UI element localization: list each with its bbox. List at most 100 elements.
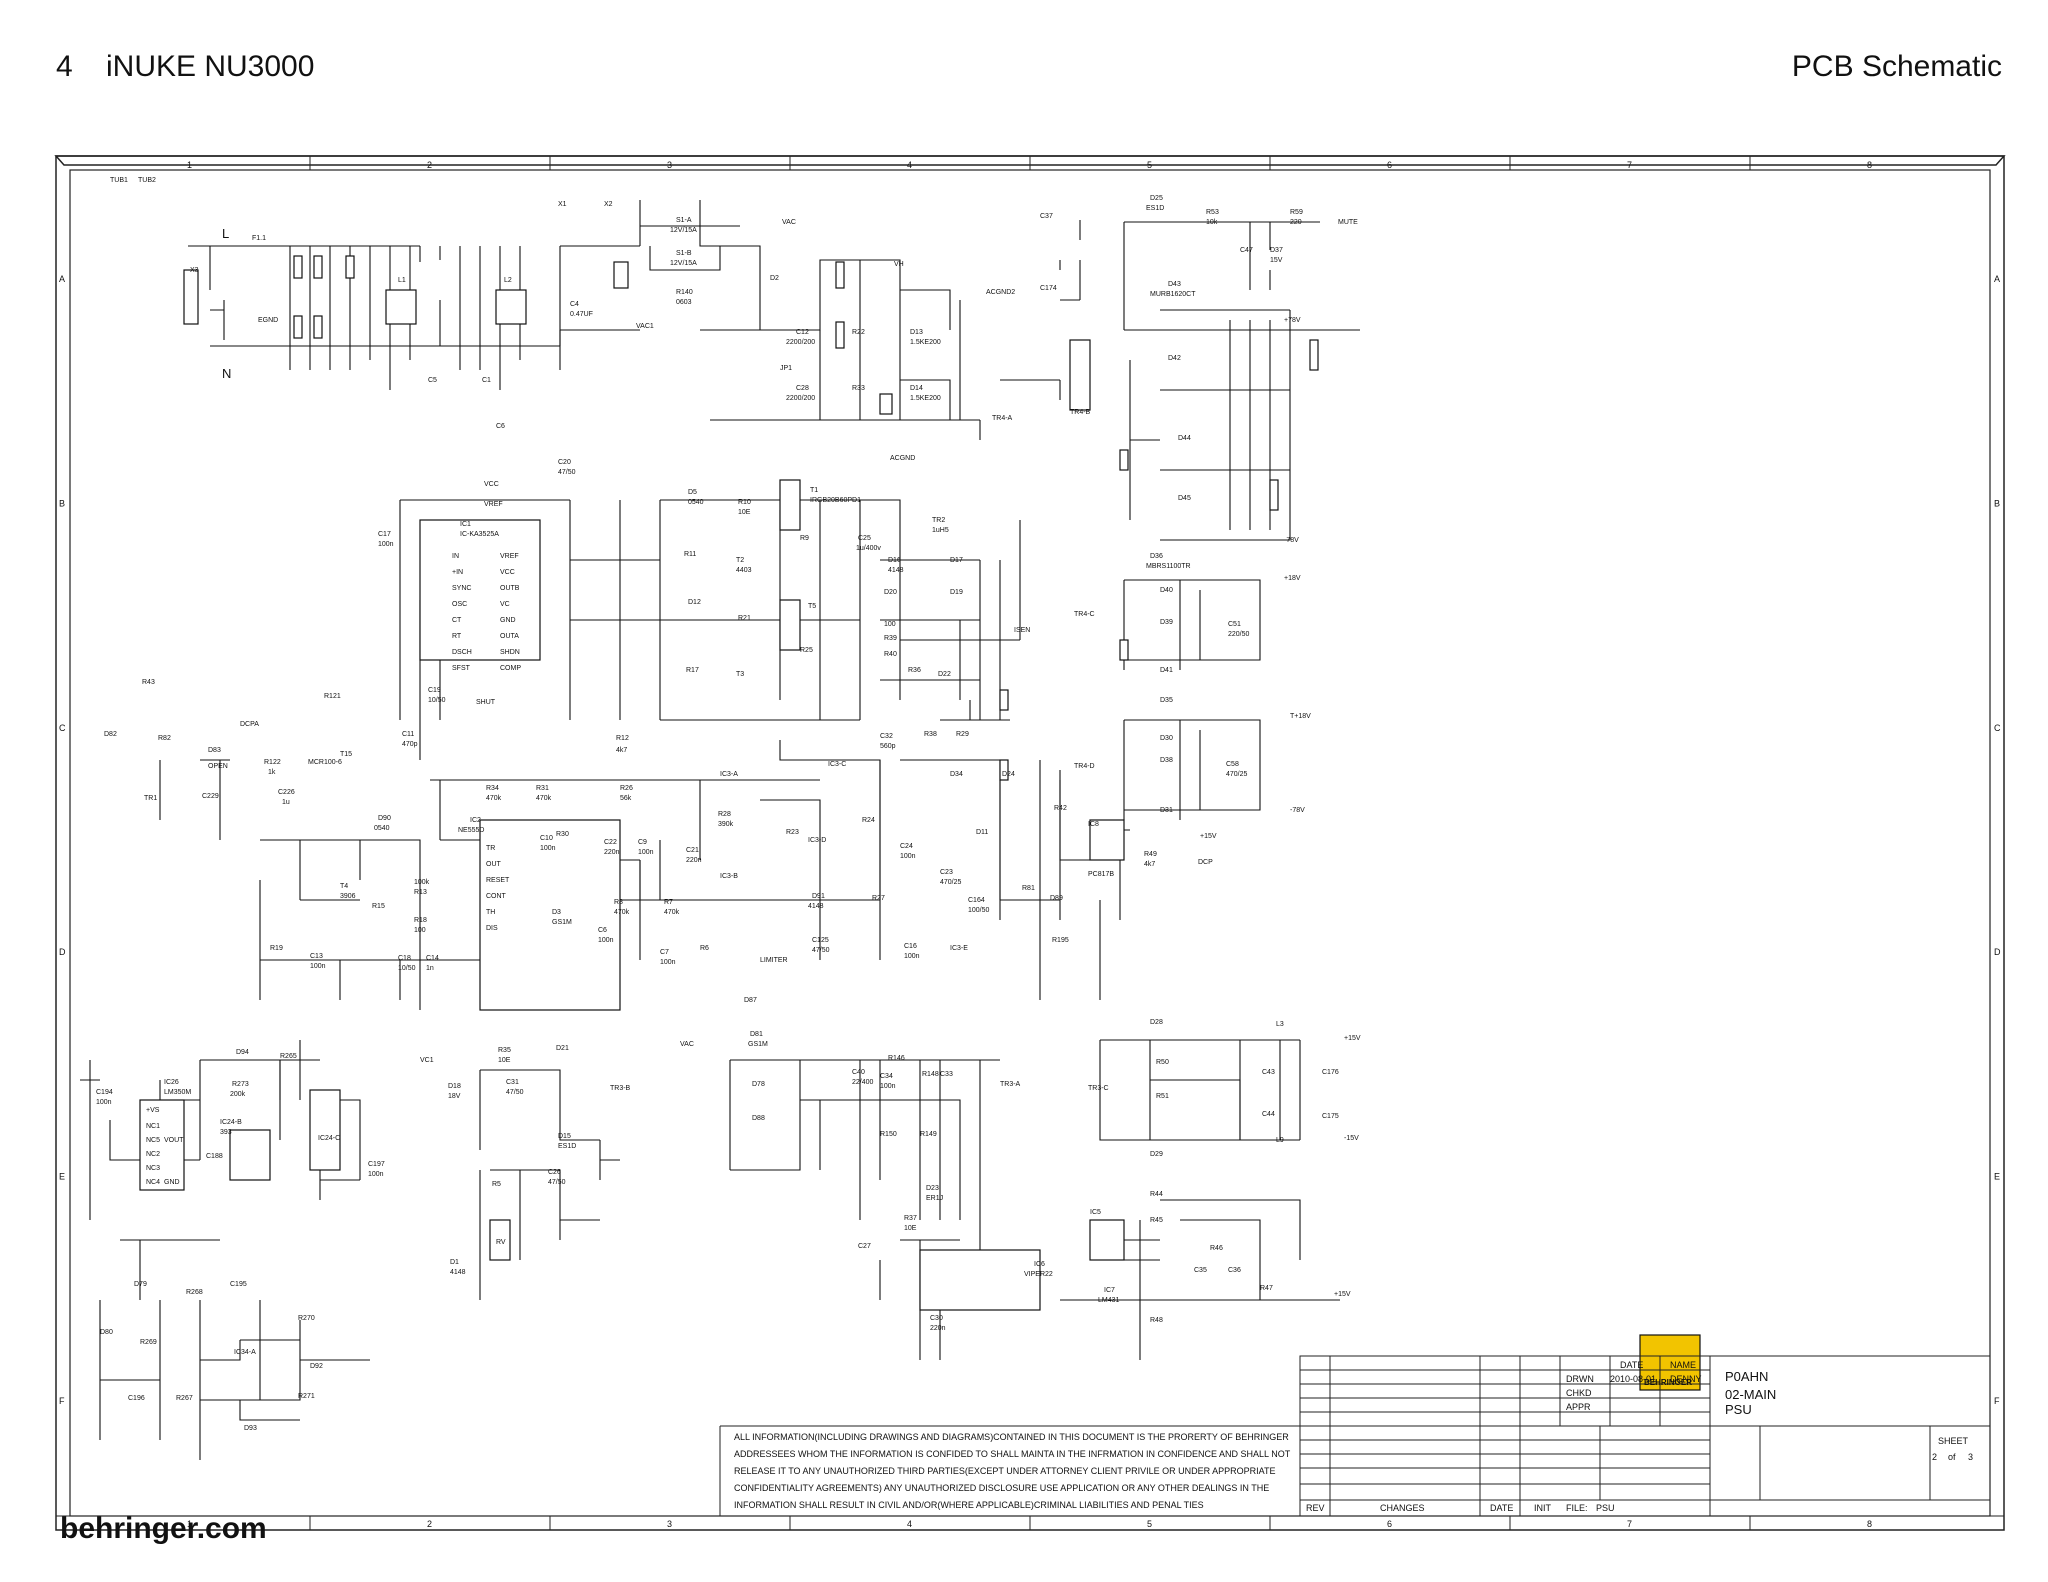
label-d13v: 1.5KE200 [910,339,941,346]
label-tr2v: 1uH5 [932,527,949,534]
label-mbrs: MBRS1100TR [1146,563,1191,570]
label-r13: R13 [414,889,427,896]
label-r12v: 4k7 [616,747,627,754]
label-m15: -15V [1344,1135,1359,1142]
label-c40: C40 [852,1069,865,1076]
label-vac1: VAC1 [636,323,654,330]
label-pin-sfst: SFST [452,665,471,672]
label-r24: R24 [862,817,875,824]
label-r21: R21 [738,615,751,622]
row-label-right-C: C [1994,723,2001,733]
label-r59: R59 [1290,209,1303,216]
tb-logo-text: BEHRINGER [1644,1378,1692,1387]
label-r25: R25 [800,647,813,654]
label-d90: D90 [378,815,391,822]
label-c19v: 10/50 [428,697,446,704]
tb-file-value: PSU [1596,1503,1615,1513]
label-ic3b: IC3-B [720,873,738,880]
label-c1: C1 [482,377,491,384]
label-tub2: TUB2 [138,177,156,184]
label-c226: C226 [278,789,295,796]
label-l3: L3 [1276,1021,1284,1028]
label-d89: D89 [1050,895,1063,902]
label-r5: R5 [492,1181,501,1188]
label-c11: C11 [402,731,414,738]
label-pin-out: OUT [486,861,502,868]
row-label-left-C: C [59,723,66,733]
label-r270: R270 [298,1315,315,1322]
label-c47: C47 [1240,247,1253,254]
label-d42: D42 [1168,355,1181,362]
label-d45: D45 [1178,495,1191,502]
label-c125: C125 [812,937,829,944]
tb-name-header: NAME [1670,1360,1696,1370]
label-c37: C37 [1040,213,1053,220]
label-ic8: IC8 [1088,821,1099,828]
notice-line-4: CONFIDENTIALITY AGREEMENTS) ANY UNAUTHOR… [734,1483,1269,1493]
label-c21v: 220n [686,857,702,864]
label-r31v: 470k [536,795,552,802]
label-d3v: GS1M [552,919,572,926]
label-r43: R43 [142,679,155,686]
label-ic2v: NE555D [458,827,484,834]
label-r7: R7 [664,899,673,906]
label-s1a: S1-A [676,217,692,224]
label-c12v: 2200/200 [786,339,815,346]
label-d29: D29 [1150,1151,1163,1158]
notice-line-5: INFORMATION SHALL RESULT IN CIVIL AND/OR… [734,1500,1204,1510]
label-r28v: 390k [718,821,734,828]
label-d1v: 4148 [450,1269,466,1276]
label-c58: C58 [1226,761,1239,768]
tb-file-label: FILE: [1566,1503,1588,1513]
label-c40v: 22/400 [852,1079,874,1086]
label-r146: R146 [888,1055,905,1062]
label-c6bv: 100n [598,937,614,944]
label-tr4a: TR4-A [992,415,1013,422]
label-ic6v: VIPER22 [1024,1271,1053,1278]
label-ic5: IC5 [1090,1209,1101,1216]
label-pin-dsch: DSCH [452,649,472,656]
label-pin-cont: CONT [486,893,507,900]
row-label-left-D: D [59,947,66,957]
label-d2: D2 [770,275,779,282]
label-c36: C36 [1228,1267,1241,1274]
label-c9v: 100n [638,849,654,856]
label-r50: R50 [1156,1059,1169,1066]
label-c13v: 100n [310,963,326,970]
label-ic34a: IC34-A [234,1349,256,1356]
label-d5v: 0540 [688,499,704,506]
tb-appr-label: APPR [1566,1402,1591,1412]
label-c24: C24 [900,843,913,850]
label-r37: R37 [904,1215,917,1222]
label-r15: R15 [372,903,385,910]
label-d39: D39 [1160,619,1173,626]
label-c16v: 100n [904,953,920,960]
page-number: 4 [56,50,73,83]
label-jp1: JP1 [780,365,792,372]
label-vac: VAC [782,219,796,226]
label-r271: R271 [298,1393,315,1400]
sheet-frame [54,155,2006,1531]
label-p15: +15V [1200,833,1217,840]
label-c7v: 100n [660,959,676,966]
label-c23: C23 [940,869,953,876]
label-pin-reset: RESET [486,877,510,884]
label-pin-nc1: NC1 [146,1123,160,1130]
tb-changes-label: CHANGES [1380,1503,1425,1513]
label-c34v: 100n [880,1083,896,1090]
notice-line-1: ALL INFORMATION(INCLUDING DRAWINGS AND D… [734,1432,1289,1442]
tb-sheet-num: 2 [1932,1452,1937,1462]
label-r140: R140 [676,289,693,296]
label-c18: C18 [398,955,411,962]
label-d94: D94 [236,1049,249,1056]
label-t3: T3 [736,671,744,678]
label-d41: D41 [1160,667,1173,674]
row-label-right-E: E [1994,1172,2000,1182]
label-d91: D91 [812,893,825,900]
label-c4: C4 [570,301,579,308]
column-label-bottom-6: 6 [1387,1519,1392,1529]
label-r31: R31 [536,785,549,792]
label-r265: R265 [280,1053,297,1060]
label-ic24c: IC24-C [318,1135,340,1142]
